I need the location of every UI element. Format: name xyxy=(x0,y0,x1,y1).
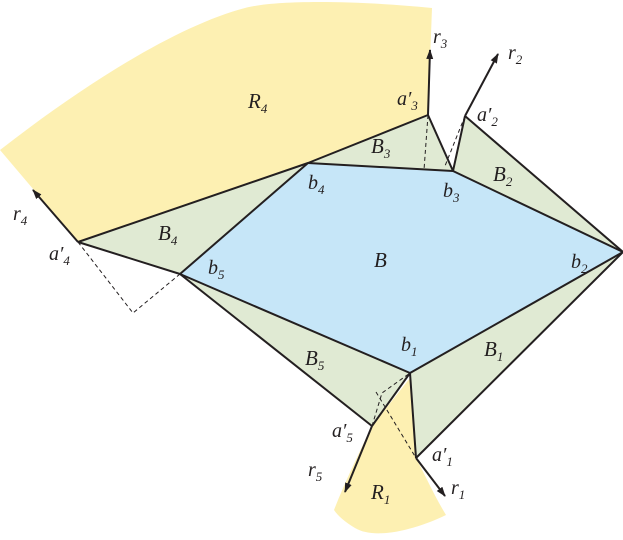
edge-a3-b3-a2 xyxy=(427,114,466,172)
label-a4: a′4 xyxy=(49,243,70,268)
region-R1 xyxy=(334,378,446,534)
label-b3-main: b xyxy=(443,180,453,202)
label-a3-main: a′ xyxy=(397,88,412,110)
region-B4 xyxy=(78,163,308,274)
label-B1-sub: 1 xyxy=(497,349,504,364)
edge-b2-b1 xyxy=(409,251,623,374)
label-b2-main: b xyxy=(571,251,581,273)
label-b5-main: b xyxy=(208,257,218,279)
label-R4: R4 xyxy=(247,89,268,116)
label-B4: B4 xyxy=(158,221,178,248)
dashed-a4 xyxy=(77,241,181,314)
label-a5-main: a′ xyxy=(332,420,347,442)
label-b5: b5 xyxy=(208,257,225,282)
label-B1-main: B xyxy=(484,337,497,361)
label-a2-main: a′ xyxy=(477,104,492,126)
label-a4-sub: 4 xyxy=(63,253,70,268)
ray-r5 xyxy=(344,425,373,493)
label-b4: b4 xyxy=(308,172,325,197)
label-r1: r1 xyxy=(451,477,465,502)
label-a2: a′2 xyxy=(477,104,498,129)
label-a1: a′1 xyxy=(432,444,453,469)
label-B2-main: B xyxy=(493,162,506,186)
label-r2: r2 xyxy=(508,42,523,67)
label-b1-sub: 1 xyxy=(411,344,418,359)
edge-a5-b1-a1 xyxy=(371,372,417,459)
ray-r4 xyxy=(32,189,79,243)
label-B3: B3 xyxy=(371,134,391,161)
label-b2: b2 xyxy=(571,251,588,276)
label-r3: r3 xyxy=(433,26,448,51)
label-R4-sub: 4 xyxy=(261,101,268,116)
label-B5-sub: 5 xyxy=(318,358,325,373)
edge-a2-b2 xyxy=(464,115,623,253)
ray-r2 xyxy=(464,53,499,117)
label-B2-sub: 2 xyxy=(506,174,513,189)
edge-b5-b4 xyxy=(179,162,309,275)
label-r5-sub: 5 xyxy=(316,469,323,484)
edge-b5-a5 xyxy=(179,273,373,427)
region-R4 xyxy=(0,2,432,242)
labels: R4 R1 B B1 B2 B3 B4 B5 b1 b2 b3 b4 b5 a′… xyxy=(13,26,588,507)
label-a3-sub: 3 xyxy=(410,98,418,113)
label-r1-sub: 1 xyxy=(459,487,466,502)
label-r2-sub: 2 xyxy=(516,52,523,67)
edge-b2-a1 xyxy=(415,251,623,459)
label-b5-sub: 5 xyxy=(218,267,225,282)
dashed-a2 xyxy=(444,115,466,167)
label-r4: r4 xyxy=(13,203,28,228)
ray-r1 xyxy=(415,457,446,497)
label-r3-sub: 3 xyxy=(440,36,448,51)
label-B-main: B xyxy=(374,248,387,272)
label-r3-main: r xyxy=(433,26,441,48)
label-B2: B2 xyxy=(493,162,513,189)
label-b4-sub: 4 xyxy=(318,182,325,197)
region-B2 xyxy=(453,116,623,252)
label-a5: a′5 xyxy=(332,420,353,445)
region-B3 xyxy=(308,115,453,171)
label-b1: b1 xyxy=(401,334,418,359)
label-b3: b3 xyxy=(443,180,460,205)
dashed-construction-lines xyxy=(77,114,466,459)
label-B1: B1 xyxy=(484,337,503,364)
label-r4-sub: 4 xyxy=(21,213,28,228)
label-r2-main: r xyxy=(508,42,516,64)
dashed-a5 xyxy=(371,372,411,427)
label-a1-main: a′ xyxy=(432,444,447,466)
label-a5-sub: 5 xyxy=(346,430,353,445)
region-B xyxy=(180,163,623,373)
label-r5: r5 xyxy=(308,459,323,484)
label-a4-main: a′ xyxy=(49,243,64,265)
label-B5-main: B xyxy=(305,346,318,370)
region-B1 xyxy=(410,252,623,458)
label-B5: B5 xyxy=(305,346,325,373)
label-b3-sub: 3 xyxy=(452,190,460,205)
label-R1-sub: 1 xyxy=(384,492,391,507)
label-R1: R1 xyxy=(370,480,390,507)
label-b4-main: b xyxy=(308,172,318,194)
label-B3-sub: 3 xyxy=(383,146,391,161)
label-B3-main: B xyxy=(371,134,384,158)
label-a1-sub: 1 xyxy=(446,454,453,469)
label-r1-main: r xyxy=(451,477,459,499)
label-B4-sub: 4 xyxy=(171,233,178,248)
label-r4-main: r xyxy=(13,203,21,225)
label-b1-main: b xyxy=(401,334,411,356)
label-a3: a′3 xyxy=(397,88,418,113)
label-B4-main: B xyxy=(158,221,171,245)
dashed-a3 xyxy=(423,114,429,171)
dashed-a1 xyxy=(375,391,417,459)
region-B5 xyxy=(180,274,410,426)
label-a2-sub: 2 xyxy=(491,114,498,129)
label-b2-sub: 2 xyxy=(581,261,588,276)
label-B: B xyxy=(374,248,387,272)
label-R4-main: R xyxy=(247,89,261,113)
ray-r3 xyxy=(426,49,434,116)
label-R1-main: R xyxy=(370,480,384,504)
label-r5-main: r xyxy=(308,459,316,481)
rays xyxy=(32,49,499,497)
